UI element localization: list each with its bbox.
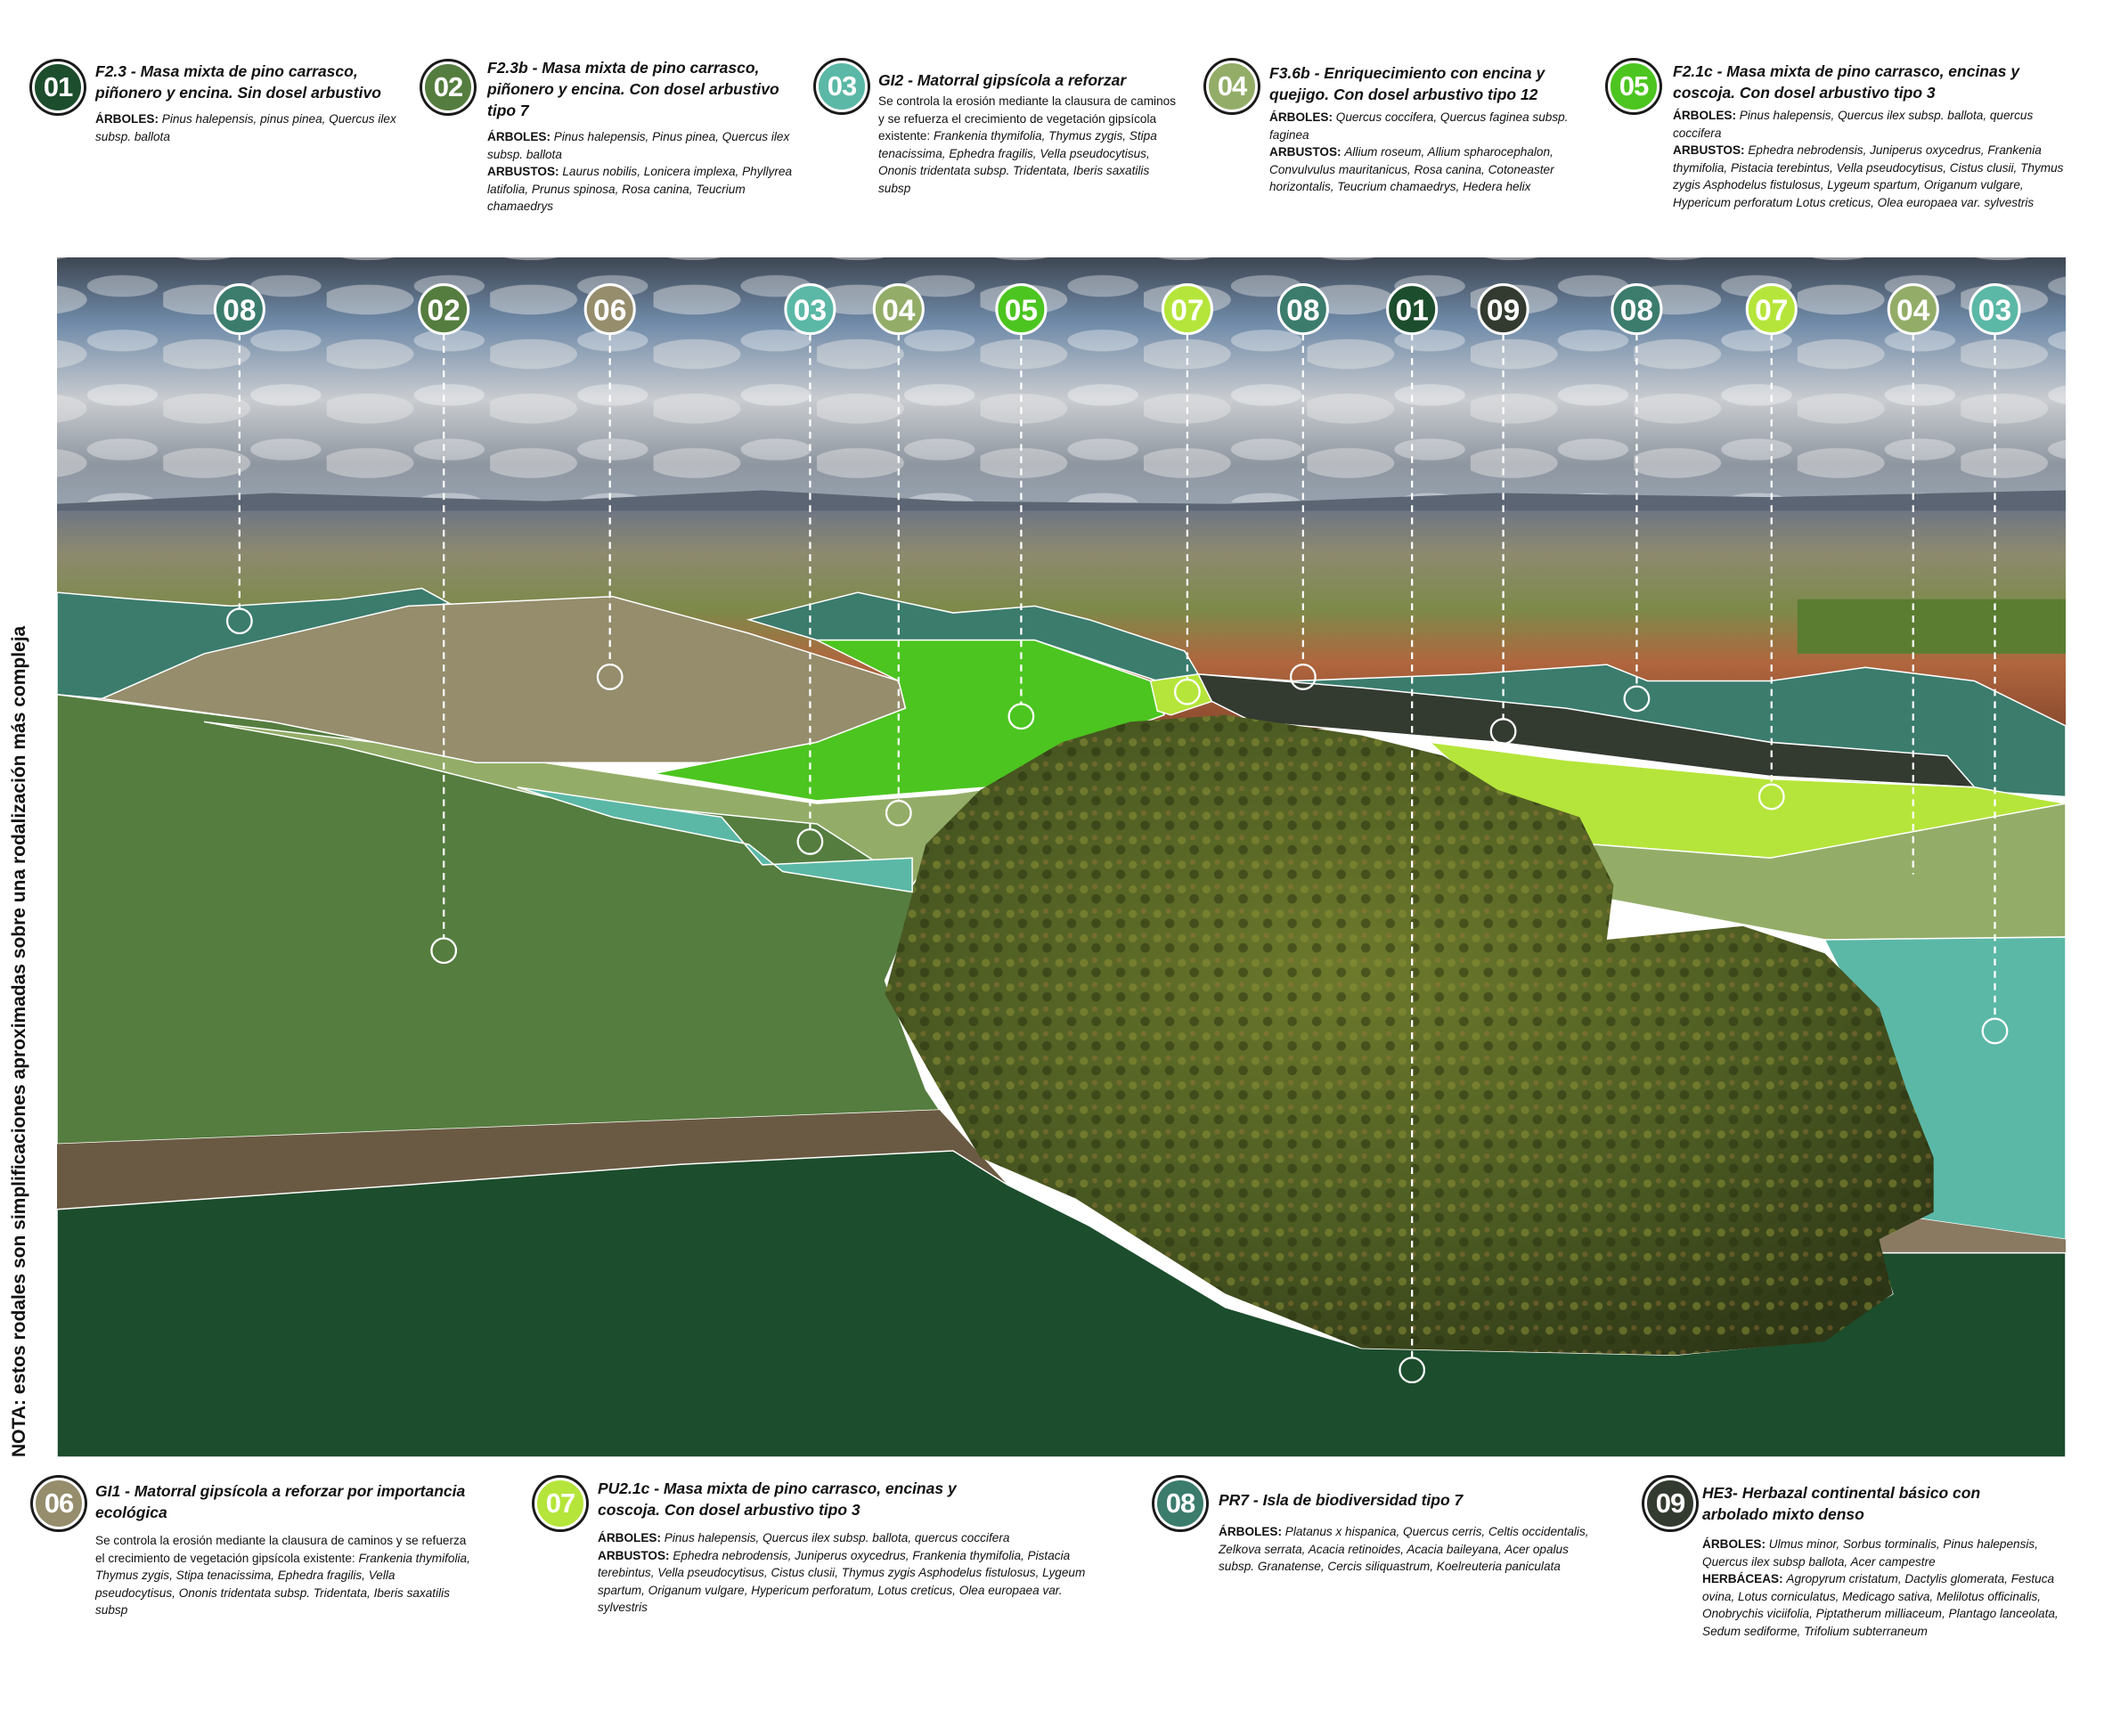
- svg-text:03: 03: [1978, 294, 2011, 327]
- legend-arbustos: ARBUSTOS: Allium roseum, Allium spharoce…: [1269, 145, 1554, 193]
- legend-title: PU2.1c - Masa mixta de pino carrasco, en…: [598, 1479, 957, 1519]
- svg-text:02: 02: [427, 294, 460, 327]
- badge-02: 02: [422, 61, 474, 113]
- marker-07[interactable]: 07: [1161, 283, 1213, 336]
- svg-text:05: 05: [1005, 294, 1038, 327]
- legend-arboles: ÁRBOLES: Pinus halepensis, Pinus pinea, …: [487, 130, 790, 161]
- badge-05: 05: [1608, 61, 1660, 112]
- marker-08[interactable]: 08: [1611, 283, 1663, 336]
- marker-09[interactable]: 09: [1477, 283, 1529, 336]
- vertical-note: NOTA: estos rodales son simplificaciones…: [9, 463, 30, 1457]
- badge-09: 09: [1644, 1478, 1696, 1529]
- badge-03: 03: [816, 61, 868, 112]
- legend-title: GI1 - Matorral gipsícola a reforzar por …: [95, 1482, 466, 1521]
- svg-text:09: 09: [1487, 294, 1520, 327]
- legend-herbaceas: HERBÁCEAS: Agropyrum cristatum, Dactylis…: [1702, 1572, 2059, 1638]
- clouds: [57, 257, 2066, 503]
- marker-04[interactable]: 04: [1887, 283, 1939, 336]
- legend-description: Se controla la erosión mediante la claus…: [878, 94, 1176, 195]
- svg-text:07: 07: [1170, 294, 1203, 327]
- legend-title: GI2 - Matorral gipsícola a reforzar: [878, 71, 1127, 89]
- svg-text:01: 01: [1395, 294, 1428, 327]
- legend-description: Se controla la erosión mediante la claus…: [95, 1534, 470, 1617]
- legend-arboles: ÁRBOLES: Quercus coccifera, Quercus fagi…: [1269, 110, 1569, 142]
- note-text: estos rodales son simplificaciones aprox…: [9, 625, 29, 1400]
- note-label: NOTA:: [9, 1399, 29, 1457]
- marker-02[interactable]: 02: [418, 283, 470, 336]
- legend-arboles: ÁRBOLES: Pinus halepensis, Quercus ilex …: [598, 1531, 1010, 1544]
- marker-04[interactable]: 04: [872, 283, 925, 336]
- legend-title: F3.6b - Enriquecimiento con encina y que…: [1269, 64, 1545, 103]
- badge-08: 08: [1154, 1478, 1206, 1529]
- svg-text:06: 06: [593, 294, 626, 327]
- tree-foreground: [885, 714, 1934, 1356]
- badge-01: 01: [32, 61, 84, 113]
- fields: [1797, 599, 2066, 654]
- marker-05[interactable]: 05: [995, 283, 1048, 336]
- marker-06[interactable]: 06: [583, 283, 636, 336]
- legend-title: PR7 - Isla de biodiversidad tipo 7: [1219, 1491, 1464, 1509]
- marker-endpoints: [225, 607, 2009, 1384]
- svg-text:03: 03: [794, 294, 827, 327]
- marker-leader-lines: [238, 333, 1996, 1358]
- site-photo-diagram: 08 02 06 03 04 05 07 08 01 09 08 07 04 0…: [57, 257, 2066, 1457]
- legend-arboles: ÁRBOLES: Pinus halepensis, Quercus ilex …: [1673, 109, 2034, 140]
- svg-text:04: 04: [1896, 294, 1930, 327]
- legend-arboles: ÁRBOLES: Ulmus minor, Sorbus torminalis,…: [1702, 1537, 2038, 1569]
- svg-text:08: 08: [1620, 294, 1653, 327]
- legend-title: HE3- Herbazal continental básico con arb…: [1702, 1484, 1981, 1523]
- legend-title: F2.1c - Masa mixta de pino carrasco, enc…: [1673, 62, 2020, 102]
- marker-08[interactable]: 08: [1276, 283, 1329, 336]
- dirt-path: [57, 1110, 1089, 1227]
- marker-07[interactable]: 07: [1745, 283, 1798, 336]
- legend-arboles: ÁRBOLES: Platanus x hispanica, Quercus c…: [1219, 1525, 1589, 1573]
- legend-arbustos: ARBUSTOS: Laurus nobilis, Lonicera imple…: [487, 165, 793, 213]
- badge-06: 06: [33, 1478, 85, 1529]
- marker-03[interactable]: 03: [784, 283, 836, 336]
- svg-text:04: 04: [882, 294, 916, 327]
- legend-arbustos: ARBUSTOS: Ephedra nebrodensis, Juniperus…: [1673, 143, 2064, 209]
- legend-title: F2.3 - Masa mixta de pino carrasco, piño…: [95, 62, 381, 102]
- marker-01[interactable]: 01: [1386, 283, 1439, 336]
- svg-text:08: 08: [223, 294, 256, 327]
- svg-text:08: 08: [1286, 294, 1319, 327]
- legend-arboles: ÁRBOLES: Pinus halepensis, pinus pinea, …: [95, 112, 396, 143]
- badge-07: 07: [534, 1478, 586, 1529]
- legend-title: F2.3b - Masa mixta de pino carrasco, piñ…: [487, 59, 779, 119]
- zone-03-left: [517, 786, 913, 893]
- marker-03[interactable]: 03: [1969, 283, 2021, 336]
- svg-text:07: 07: [1755, 294, 1788, 327]
- legend-arbustos: ARBUSTOS: Ephedra nebrodensis, Juniperus…: [598, 1548, 1086, 1615]
- marker-08[interactable]: 08: [213, 283, 265, 336]
- badge-04: 04: [1206, 61, 1258, 112]
